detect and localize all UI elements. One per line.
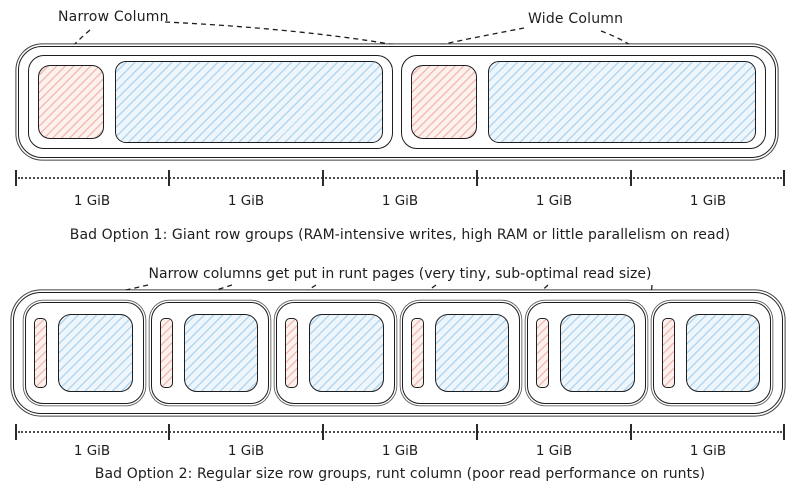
ruler-tick <box>783 170 785 186</box>
ruler-tick <box>168 170 170 186</box>
wide-column-cell <box>115 61 383 143</box>
ruler-segment-label: 1 GiB <box>381 443 419 459</box>
wide-column-cell <box>560 314 635 392</box>
row-group <box>28 55 393 149</box>
row-group <box>150 302 269 404</box>
ruler-dotted-line <box>18 177 782 179</box>
wide-column-cell <box>183 314 258 392</box>
ruler-tick <box>168 424 170 440</box>
ruler-tick <box>630 170 632 186</box>
ruler-tick <box>15 170 17 186</box>
row-group <box>276 302 395 404</box>
wide-column-label: Wide Column <box>528 11 624 27</box>
narrow-column-cell <box>411 65 477 139</box>
narrow-column-cell <box>38 65 104 139</box>
runt-column-cell <box>536 318 549 388</box>
file-top-giant-row-groups <box>18 46 776 158</box>
ruler-segment-label: 1 GiB <box>73 443 111 459</box>
ruler-tick <box>783 424 785 440</box>
file-bottom-regular-row-groups <box>13 292 783 414</box>
ruler-tick <box>476 424 478 440</box>
caption-bad-option-2: Bad Option 2: Regular size row groups, r… <box>94 466 706 482</box>
runt-pages-note: Narrow columns get put in runt pages (ve… <box>148 266 652 282</box>
narrow-column-label: Narrow Column <box>58 9 169 25</box>
runt-column-cell <box>34 318 47 388</box>
ruler-segment-label: 1 GiB <box>227 443 265 459</box>
ruler-tick <box>322 424 324 440</box>
runt-column-cell <box>661 318 675 388</box>
ruler-segment-label: 1 GiB <box>381 193 419 209</box>
row-group <box>401 302 520 404</box>
wide-column-cell <box>309 314 384 392</box>
size-ruler-top-labels: 1 GiB 1 GiB 1 GiB 1 GiB 1 GiB <box>15 193 785 209</box>
ruler-tick <box>322 170 324 186</box>
wide-column-cell <box>488 61 756 143</box>
ruler-segment-label: 1 GiB <box>535 193 573 209</box>
size-ruler-top <box>15 170 785 186</box>
wide-column-cell <box>58 314 133 392</box>
size-ruler-bottom <box>15 424 785 440</box>
ruler-segment-label: 1 GiB <box>535 443 573 459</box>
wide-column-cell <box>685 314 760 392</box>
ruler-dotted-line <box>18 431 782 433</box>
row-group <box>527 302 646 404</box>
ruler-segment-label: 1 GiB <box>689 193 727 209</box>
row-group <box>401 55 766 149</box>
runt-column-cell <box>159 318 173 388</box>
row-group <box>652 302 771 404</box>
ruler-segment-label: 1 GiB <box>689 443 727 459</box>
row-group <box>25 302 144 404</box>
runt-column-cell <box>285 318 298 388</box>
ruler-tick <box>630 424 632 440</box>
size-ruler-bottom-labels: 1 GiB 1 GiB 1 GiB 1 GiB 1 GiB <box>15 443 785 459</box>
ruler-segment-label: 1 GiB <box>227 193 265 209</box>
ruler-tick <box>15 424 17 440</box>
wide-column-cell <box>434 314 509 392</box>
ruler-tick <box>476 170 478 186</box>
ruler-segment-label: 1 GiB <box>73 193 111 209</box>
runt-column-cell <box>410 318 424 388</box>
caption-bad-option-1: Bad Option 1: Giant row groups (RAM-inte… <box>69 227 731 243</box>
